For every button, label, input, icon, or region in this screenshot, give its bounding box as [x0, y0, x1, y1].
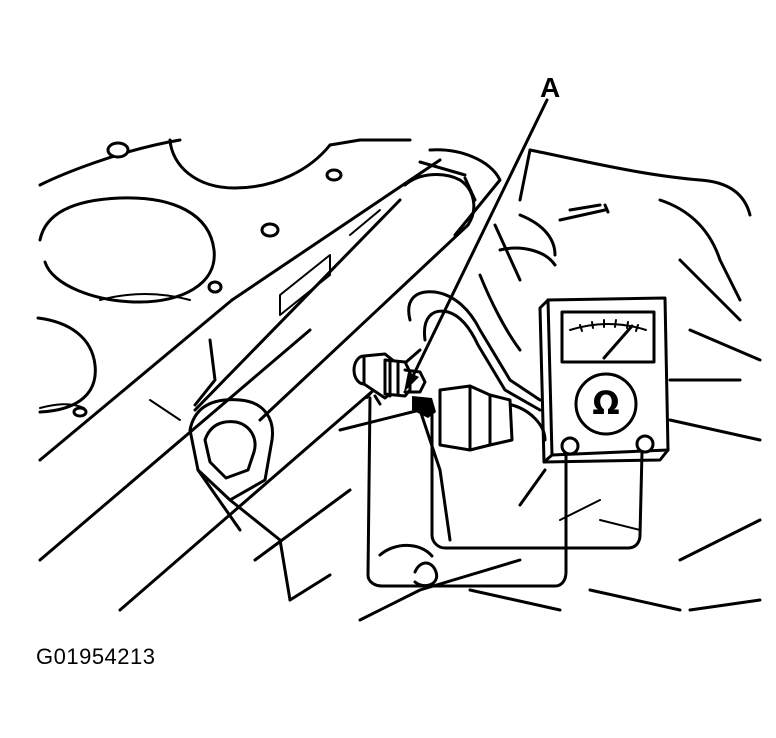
ohm-symbol-icon: Ω: [592, 384, 620, 422]
mount-bracket: [188, 398, 292, 602]
callout-label-a: A: [540, 72, 561, 103]
lower-casting: [253, 408, 762, 622]
right-components: [478, 148, 762, 442]
sensor-a: [352, 352, 436, 418]
connector-plug: [438, 384, 547, 452]
ohmmeter: [538, 296, 670, 464]
test-leads: [366, 391, 644, 588]
callout-leader: [404, 98, 549, 392]
hose: [407, 290, 542, 412]
figure-id: G01954213: [36, 644, 156, 669]
block-holes: [72, 141, 343, 418]
manifold-rail: [193, 148, 502, 422]
